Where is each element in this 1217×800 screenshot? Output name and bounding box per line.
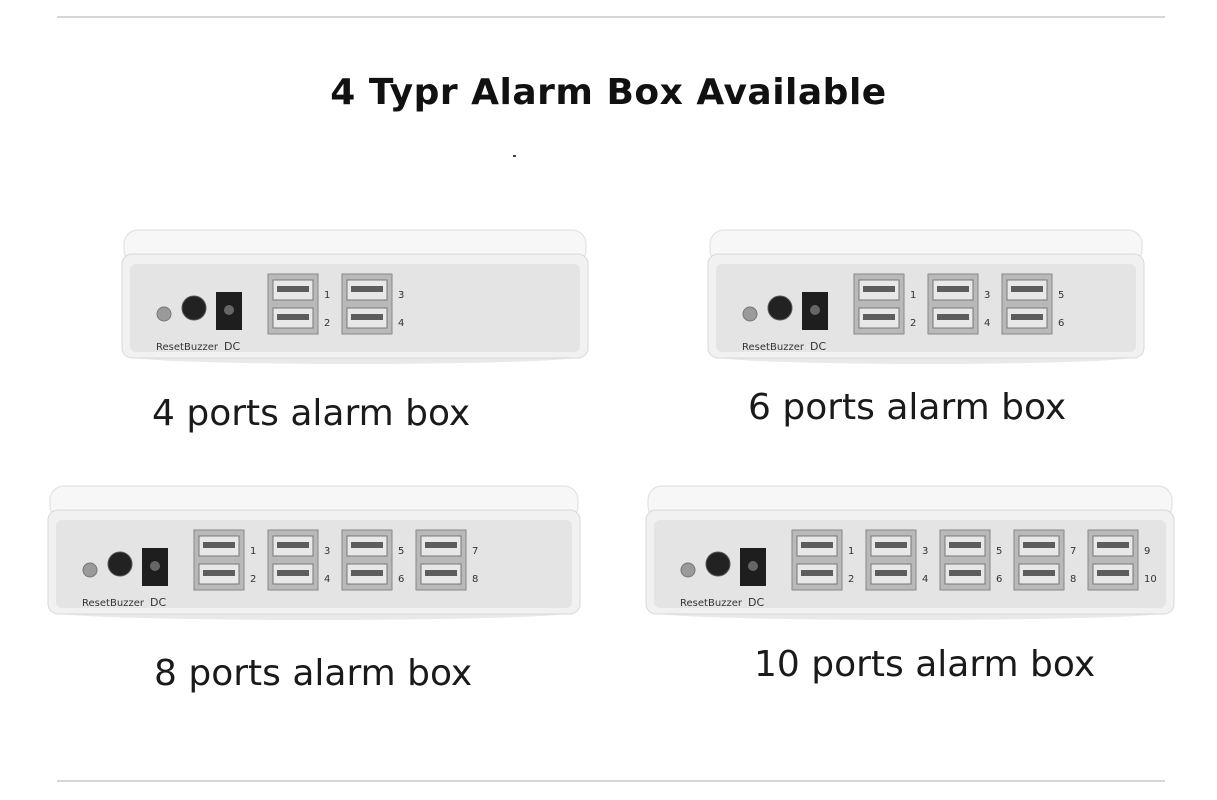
- dc-jack-pin-icon: [810, 305, 820, 315]
- port-number-label: 4: [984, 318, 990, 329]
- usb-slot: [351, 314, 383, 320]
- port-number-label: 5: [398, 546, 404, 557]
- port-number-label: 4: [922, 574, 928, 585]
- caption-4-ports: 4 ports alarm box: [152, 393, 471, 434]
- port-number-label: 7: [1070, 546, 1076, 557]
- page-title: 4 Typr Alarm Box Available: [330, 72, 887, 113]
- usb-slot: [875, 570, 907, 576]
- port-number-label: 1: [250, 546, 256, 557]
- usb-slot: [1097, 570, 1129, 576]
- buzzer-icon: [705, 551, 731, 577]
- usb-slot: [937, 286, 969, 292]
- port-number-label: 2: [324, 318, 330, 329]
- caption-6-ports: 6 ports alarm box: [748, 387, 1067, 428]
- port-number-label: 1: [324, 290, 330, 301]
- port-number-label: 3: [398, 290, 404, 301]
- port-number-label: 8: [472, 574, 478, 585]
- port-number-label: 9: [1144, 546, 1150, 557]
- usb-slot: [949, 570, 981, 576]
- port-number-label: 7: [472, 546, 478, 557]
- dc-jack-pin-icon: [150, 561, 160, 571]
- usb-slot: [1023, 570, 1055, 576]
- caption-8-ports: 8 ports alarm box: [154, 653, 473, 694]
- usb-slot: [801, 542, 833, 548]
- port-number-label: 5: [1058, 290, 1064, 301]
- port-number-label: 6: [1058, 318, 1064, 329]
- buzzer-icon: [181, 295, 207, 321]
- dc-label: DC: [810, 340, 826, 353]
- reset-button-icon: [82, 562, 98, 578]
- usb-slot: [949, 542, 981, 548]
- dc-label: DC: [224, 340, 240, 353]
- port-number-label: 4: [324, 574, 330, 585]
- usb-slot: [277, 542, 309, 548]
- reset-label: Reset: [82, 598, 110, 609]
- reset-button-icon: [680, 562, 696, 578]
- port-number-label: 8: [1070, 574, 1076, 585]
- usb-slot: [863, 286, 895, 292]
- port-number-label: 3: [922, 546, 928, 557]
- usb-slot: [1011, 314, 1043, 320]
- buzzer-label: Buzzer: [184, 342, 219, 353]
- usb-slot: [425, 542, 457, 548]
- usb-slot: [1023, 542, 1055, 548]
- port-number-label: 3: [324, 546, 330, 557]
- port-number-label: 5: [996, 546, 1002, 557]
- dc-label: DC: [150, 596, 166, 609]
- usb-slot: [351, 570, 383, 576]
- buzzer-label: Buzzer: [770, 342, 805, 353]
- buzzer-icon: [767, 295, 793, 321]
- usb-slot: [863, 314, 895, 320]
- dc-jack-pin-icon: [748, 561, 758, 571]
- port-number-label: 2: [250, 574, 256, 585]
- buzzer-label: Buzzer: [708, 598, 743, 609]
- port-number-label: 6: [398, 574, 404, 585]
- reset-label: Reset: [680, 598, 708, 609]
- port-number-label: 2: [910, 318, 916, 329]
- port-number-label: 6: [996, 574, 1002, 585]
- usb-slot: [351, 542, 383, 548]
- reset-label: Reset: [156, 342, 184, 353]
- reset-label: Reset: [742, 342, 770, 353]
- port-number-label: 3: [984, 290, 990, 301]
- port-number-label: 1: [910, 290, 916, 301]
- reset-button-icon: [156, 306, 172, 322]
- usb-slot: [425, 570, 457, 576]
- usb-slot: [875, 542, 907, 548]
- usb-slot: [1097, 542, 1129, 548]
- usb-slot: [351, 286, 383, 292]
- port-number-label: 1: [848, 546, 854, 557]
- usb-slot: [203, 570, 235, 576]
- usb-slot: [203, 542, 235, 548]
- port-number-label: 10: [1144, 574, 1157, 585]
- dc-label: DC: [748, 596, 764, 609]
- usb-slot: [937, 314, 969, 320]
- buzzer-icon: [107, 551, 133, 577]
- reset-button-icon: [742, 306, 758, 322]
- usb-slot: [1011, 286, 1043, 292]
- port-number-label: 4: [398, 318, 404, 329]
- buzzer-label: Buzzer: [110, 598, 145, 609]
- port-number-label: 2: [848, 574, 854, 585]
- usb-slot: [277, 314, 309, 320]
- dc-jack-pin-icon: [224, 305, 234, 315]
- usb-slot: [277, 286, 309, 292]
- bottom-divider: [57, 780, 1165, 782]
- image-speck: [513, 155, 516, 157]
- caption-10-ports: 10 ports alarm box: [754, 644, 1096, 685]
- usb-slot: [277, 570, 309, 576]
- top-divider: [57, 16, 1165, 18]
- usb-slot: [801, 570, 833, 576]
